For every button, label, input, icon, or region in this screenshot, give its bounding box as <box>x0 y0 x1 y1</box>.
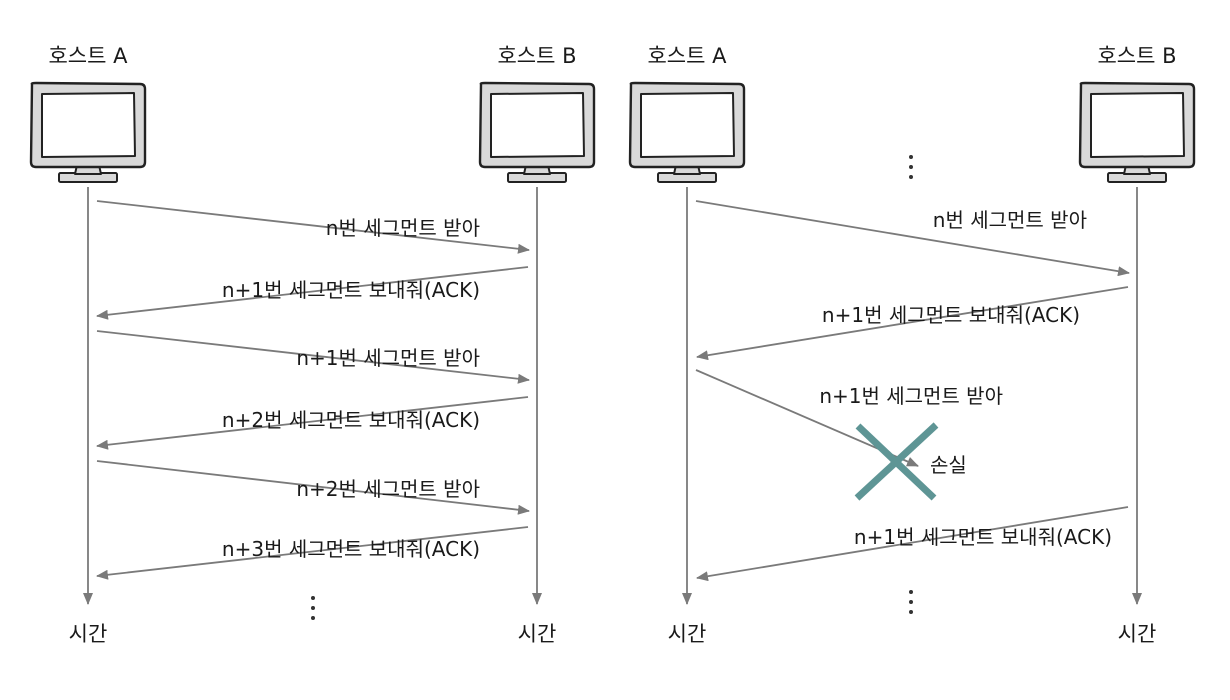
message-arrow <box>96 266 529 320</box>
host-a-label: 호스트 A <box>647 44 727 68</box>
message-arrow <box>96 330 530 384</box>
loss-label: 손실 <box>930 453 967 477</box>
ellipsis-icon <box>311 596 315 620</box>
message-label: n+1번 세그먼트 받아 <box>819 384 1003 408</box>
time-label-a: 시간 <box>668 622 707 646</box>
ellipsis-icon <box>909 155 913 179</box>
message-arrow <box>695 200 1130 277</box>
host-a-label: 호스트 A <box>48 44 128 68</box>
message-label: n번 세그먼트 받아 <box>326 216 480 240</box>
message-arrow <box>696 506 1129 582</box>
message-label: n번 세그먼트 받아 <box>933 208 1087 232</box>
message-arrow <box>96 460 530 515</box>
message-arrow <box>96 200 530 254</box>
message-label: n+1번 세그먼트 보내줘(ACK) <box>222 278 480 302</box>
host-b-label: 호스트 B <box>497 44 576 68</box>
monitor-icon <box>1078 81 1196 184</box>
message-arrow <box>96 526 529 580</box>
message-label: n+1번 세그먼트 받아 <box>296 346 480 370</box>
message-label: n+3번 세그먼트 보내줘(ACK) <box>222 537 480 561</box>
message-label: n+2번 세그먼트 받아 <box>296 477 480 501</box>
loss-x-icon <box>854 422 939 501</box>
message-label: n+1번 세그먼트 보내줘(ACK) <box>854 525 1112 549</box>
panel-loss: 호스트 A 호스트 B n번 세그먼트 받아 n+1번 세그먼트 보내줘(ACK… <box>628 44 1196 646</box>
time-label-a: 시간 <box>69 622 108 646</box>
host-b-label: 호스트 B <box>1097 44 1176 68</box>
message-label: n+2번 세그먼트 보내줘(ACK) <box>222 408 480 432</box>
monitor-icon <box>29 81 147 184</box>
message-arrow <box>696 286 1129 361</box>
message-label: n+1번 세그먼트 보내줘(ACK) <box>822 303 1080 327</box>
message-arrow <box>96 396 529 450</box>
panel-normal: 호스트 A 호스트 B n번 세그먼트 받아 n+1번 세그먼트 보내줘(ACK… <box>29 44 596 646</box>
monitor-icon <box>628 81 746 184</box>
time-label-b: 시간 <box>518 622 557 646</box>
ellipsis-icon <box>909 590 913 614</box>
time-label-b: 시간 <box>1118 622 1157 646</box>
monitor-icon <box>478 81 596 184</box>
